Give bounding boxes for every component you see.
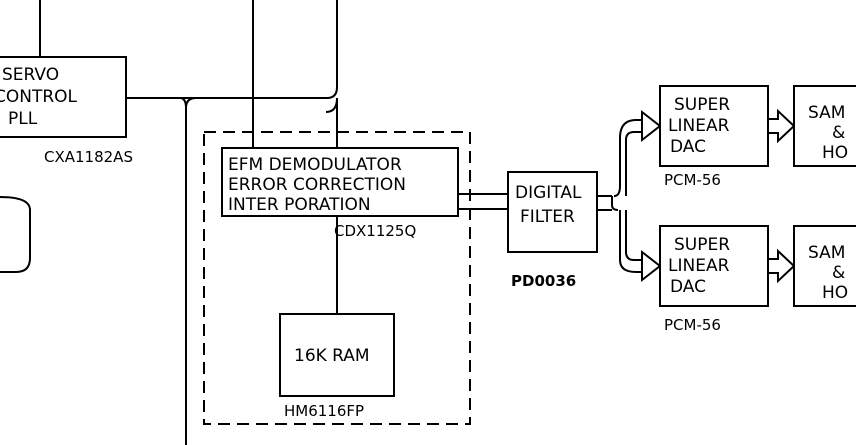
split-bottom-outer — [619, 210, 642, 273]
ram-label: 16K RAM — [294, 346, 370, 366]
arrow-to-dac-top — [641, 109, 662, 143]
sh-top-line-1: SAM — [808, 103, 845, 123]
sh-top-box — [793, 85, 856, 167]
dac-bottom-line-1: SUPER — [674, 235, 730, 255]
dac-top-line-2: LINEAR — [668, 116, 730, 136]
sh-top-line-2: & — [832, 123, 845, 143]
arrow-dac-sh-bottom — [767, 248, 796, 284]
dac-bottom-box — [659, 225, 769, 307]
servo-box — [0, 56, 127, 138]
filter-line-2: FILTER — [520, 207, 575, 227]
servo-part: CXA1182AS — [44, 148, 133, 166]
dac-top-line-1: SUPER — [674, 95, 730, 115]
sh-bottom-line-2: & — [832, 263, 845, 283]
arrow-to-dac-bottom — [641, 249, 662, 283]
efm-line-2: ERROR CORRECTION — [228, 175, 406, 195]
dac-bottom-part: PCM-56 — [664, 316, 721, 334]
filter-part: PD0036 — [511, 272, 576, 290]
top-wire-b-curve — [190, 86, 338, 99]
sh-top-block: SAM & HO — [793, 85, 856, 167]
bus-junction — [185, 97, 197, 109]
dac-top-block: SUPER LINEAR DAC PCM-56 — [659, 85, 769, 189]
filter-out-join — [611, 196, 619, 211]
sh-bottom-line-3: HO — [822, 283, 848, 303]
servo-line-3: PLL — [8, 109, 38, 129]
efm-line-1: EFM DEMODULATOR — [228, 155, 402, 175]
ram-box — [279, 313, 395, 397]
efm-box — [221, 147, 459, 217]
dac-bottom-line-2: LINEAR — [668, 256, 730, 276]
ram-block: 16K RAM HM6116FP — [279, 313, 395, 420]
arrow-dac-sh-top — [767, 108, 796, 144]
servo-block: SERVO CONTROL PLL CXA1182AS — [0, 56, 133, 166]
wires — [0, 0, 796, 445]
efm-block: EFM DEMODULATOR ERROR CORRECTION INTER P… — [221, 147, 459, 240]
dac-top-box — [659, 85, 769, 167]
dac-bottom-line-3: DAC — [670, 277, 706, 297]
dac-bottom-block: SUPER LINEAR DAC PCM-56 — [659, 225, 769, 334]
sh-bottom-box — [793, 225, 856, 307]
efm-top-curve — [325, 97, 338, 113]
servo-line-1: SERVO — [2, 65, 59, 85]
split-top-outer — [613, 119, 642, 197]
bus-vertical — [179, 97, 187, 445]
left-bus-wire — [0, 196, 31, 273]
dac-top-line-3: DAC — [670, 137, 706, 157]
sh-top-line-3: HO — [822, 143, 848, 163]
filter-box — [507, 171, 598, 253]
filter-line-1: DIGITAL — [515, 183, 582, 203]
dac-top-part: PCM-56 — [664, 171, 721, 189]
servo-line-2: CONTROL — [0, 87, 78, 107]
split-top-inner — [625, 131, 642, 196]
filter-block: DIGITAL FILTER PD0036 — [507, 171, 598, 290]
decoder-dashed-outline — [203, 131, 471, 425]
efm-line-3: INTER PORATION — [228, 195, 371, 215]
sh-bottom-line-1: SAM — [808, 243, 845, 263]
efm-part: CDX1125Q — [334, 222, 416, 240]
split-bottom-inner — [625, 210, 642, 261]
sh-bottom-block: SAM & HO — [793, 225, 856, 307]
ram-part: HM6116FP — [284, 402, 364, 420]
